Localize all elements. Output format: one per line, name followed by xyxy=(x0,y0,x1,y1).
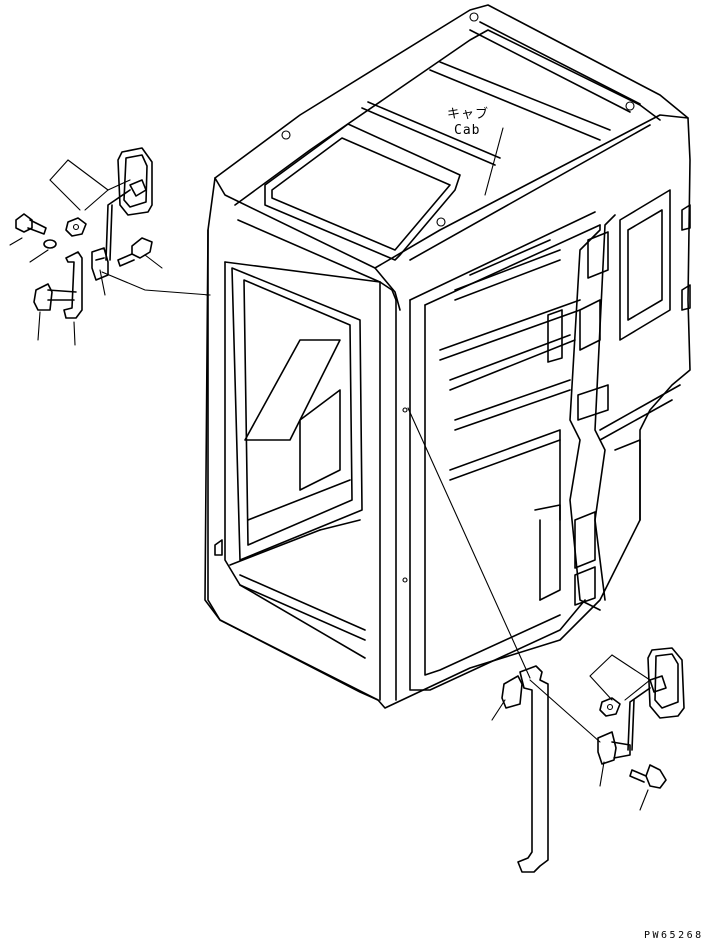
cab-label-english: Cab xyxy=(454,123,480,138)
cab-label-japanese: キャブ xyxy=(447,106,489,122)
drawing-code: PW65268 xyxy=(644,930,704,941)
cab-body xyxy=(204,4,691,709)
left-mirror-assembly xyxy=(9,147,211,346)
right-mirror-assembly xyxy=(407,407,685,873)
